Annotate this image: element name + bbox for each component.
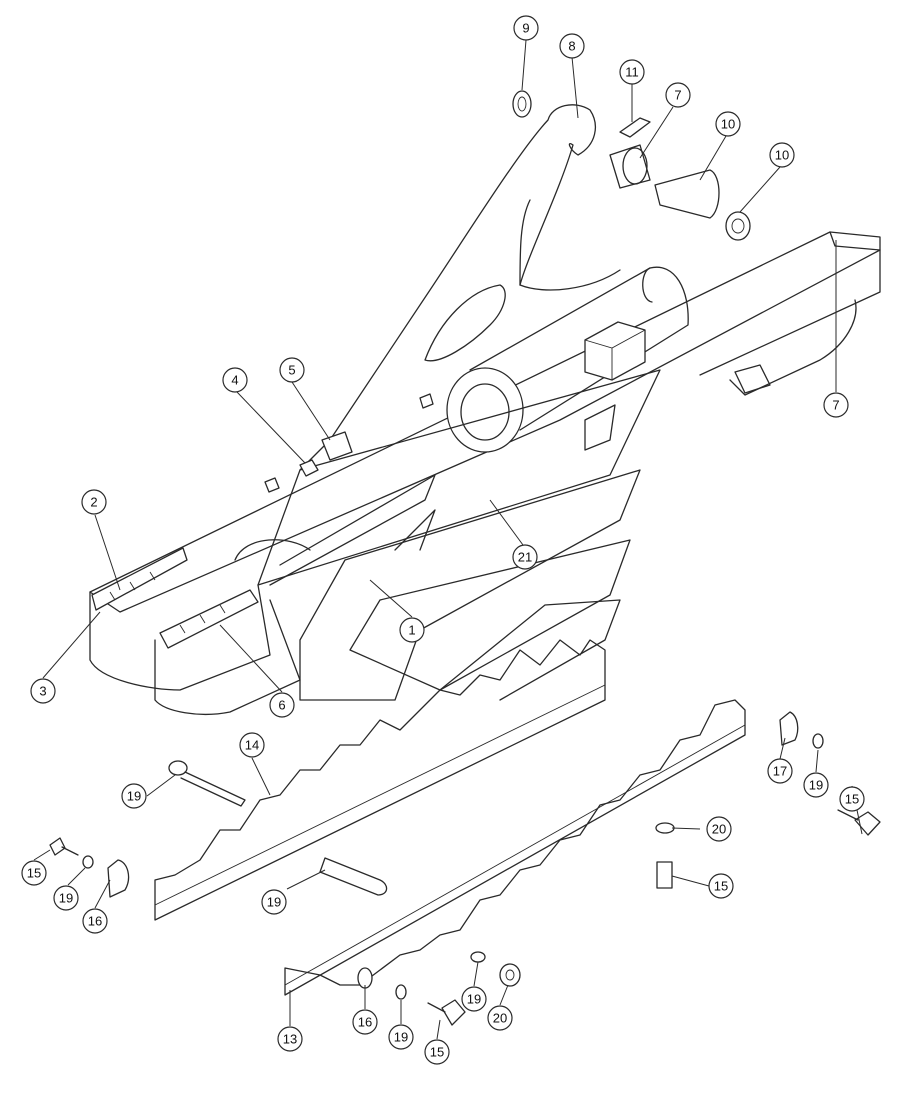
callout-13: 13 [277, 1026, 303, 1052]
callout-10-right: 10 [769, 142, 795, 168]
callout-5: 5 [279, 357, 305, 383]
callout-14: 14 [239, 732, 265, 758]
callout-label: 15 [430, 1045, 444, 1060]
callout-label: 20 [493, 1011, 507, 1026]
callout-label: 21 [518, 550, 532, 565]
callout-7: 7 [823, 392, 849, 418]
callout-label: 17 [773, 764, 787, 779]
callout-8: 8 [559, 33, 585, 59]
callout-label: 20 [712, 822, 726, 837]
callout-label: 14 [245, 738, 259, 753]
callout-label: 2 [90, 495, 97, 510]
track-frame [89, 231, 881, 715]
callout-label: 16 [88, 914, 102, 929]
washer-10-top [512, 90, 532, 118]
callout-label: 1 [408, 623, 415, 638]
callout-15-left: 15 [21, 860, 47, 886]
callout-label: 16 [358, 1015, 372, 1030]
callout-19-right: 19 [803, 772, 829, 798]
callout-20: 20 [487, 1005, 513, 1031]
track-guide-left [154, 639, 606, 921]
callout-12: 11 [619, 59, 645, 85]
callout-label: 5 [288, 363, 295, 378]
callout-15-bottom: 15 [424, 1039, 450, 1065]
leader-lines [33, 39, 863, 1040]
callout-label: 19 [267, 895, 281, 910]
callout-label: 19 [467, 992, 481, 1007]
callout-17: 19 [121, 783, 147, 809]
callout-label: 6 [278, 698, 285, 713]
callout-label: 10 [721, 117, 735, 132]
callout-label: 9 [522, 21, 529, 36]
callout-19-bottom-a: 19 [388, 1024, 414, 1050]
callout-15-right-mid: 15 [708, 873, 734, 899]
callout-19-left: 19 [53, 885, 79, 911]
callout-19-bottom-b: 19 [461, 986, 487, 1012]
callout-16-bottom: 16 [352, 1009, 378, 1035]
callout-21: 21 [512, 544, 538, 570]
callout-18: 19 [261, 889, 287, 915]
callout-6: 6 [269, 692, 295, 718]
callout-16-right: 17 [767, 758, 793, 784]
callout-label: 19 [809, 778, 823, 793]
long-bolt-17 [168, 760, 246, 807]
callout-4: 4 [222, 367, 248, 393]
callout-label: 7 [832, 398, 839, 413]
fasteners [49, 711, 881, 1026]
callout-label: 15 [27, 866, 41, 881]
callout-label: 4 [231, 373, 238, 388]
track-guide-right [284, 699, 746, 996]
pin-18 [319, 857, 388, 896]
callout-label: 11 [625, 65, 639, 80]
callout-1: 1 [399, 617, 425, 643]
swing-arm [299, 104, 621, 471]
callout-label: 7 [674, 88, 681, 103]
callout-label: 19 [59, 891, 73, 906]
callout-10-top-left: 9 [513, 15, 539, 41]
callout-label: 19 [394, 1030, 408, 1045]
callout-label: 13 [283, 1032, 297, 1047]
callout-2: 2 [81, 489, 107, 515]
pin-parts [512, 90, 751, 241]
callout-label: 10 [775, 148, 789, 163]
callout-label: 3 [39, 684, 46, 699]
callout-label: 8 [568, 39, 575, 54]
callout-9: 7 [665, 82, 691, 108]
callouts: 9 8 11 7 10 10 7 5 4 2 3 6 1 21 14 19 19… [21, 15, 865, 1065]
callout-3: 3 [30, 678, 56, 704]
callout-15-right: 15 [839, 786, 865, 812]
callout-19-right-mid: 20 [706, 816, 732, 842]
callout-11: 10 [715, 111, 741, 137]
callout-label: 15 [845, 792, 859, 807]
callout-label: 19 [127, 789, 141, 804]
callout-16-left: 16 [82, 908, 108, 934]
callout-label: 15 [714, 879, 728, 894]
